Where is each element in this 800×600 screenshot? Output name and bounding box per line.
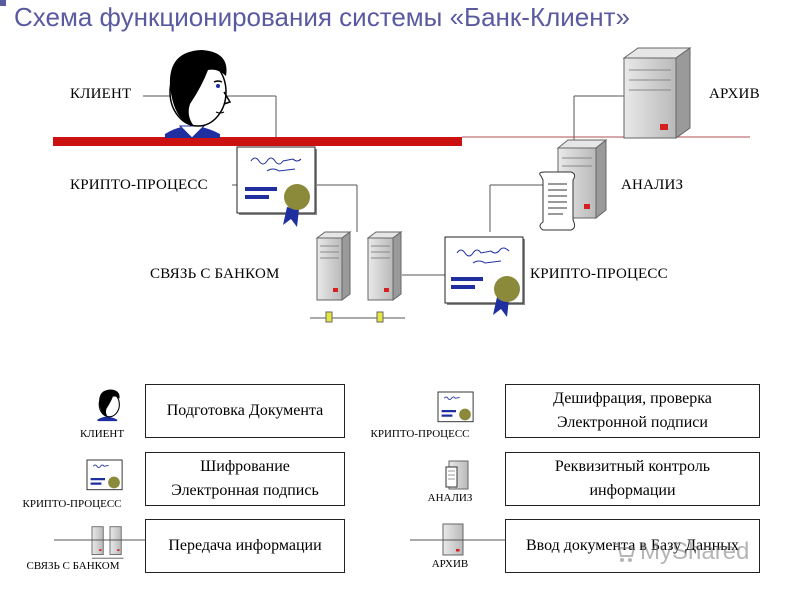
legend-box-prepare: Подготовка Документа <box>145 384 345 438</box>
corner-marker <box>0 0 6 6</box>
cart-icon <box>614 543 636 562</box>
legend-servers-icon <box>91 526 124 559</box>
legend-caption-archive: АРХИВ <box>431 558 469 570</box>
label-client: КЛИЕНТ <box>70 86 132 102</box>
legend-caption-client: КЛИЕНТ <box>79 428 125 440</box>
legend-caption-bank-link: СВЯЗЬ С БАНКОМ <box>26 560 120 572</box>
page-title: Схема функционирования системы «Банк-Кли… <box>14 2 630 32</box>
legend-caption-crypto-right: КРИПТО-ПРОЦЕСС <box>370 428 470 440</box>
legend-scroll-server-icon <box>445 460 469 490</box>
bank-link-servers-icon <box>315 231 403 323</box>
legend-caption-analysis: АНАЛИЗ <box>427 492 473 504</box>
watermark: MyShared <box>640 538 750 565</box>
legend-box-transfer: Передача информации <box>145 519 345 573</box>
legend-box-database: Ввод документа в Базу Данных <box>505 519 760 573</box>
label-archive: АРХИВ <box>709 86 760 102</box>
legend-certificate-icon <box>86 459 123 491</box>
analysis-scroll-server-icon <box>539 138 608 231</box>
label-bank-link: СВЯЗЬ С БАНКОМ <box>150 266 280 282</box>
archive-server-icon <box>622 47 692 139</box>
certificate-icon <box>444 236 525 317</box>
main-network-line <box>53 137 462 146</box>
legend-caption-crypto-left: КРИПТО-ПРОЦЕСС <box>22 498 122 510</box>
certificate-icon <box>236 146 317 227</box>
client-head-icon <box>165 50 232 139</box>
label-analysis: АНАЛИЗ <box>621 177 684 193</box>
label-crypto-right: КРИПТО-ПРОЦЕСС <box>530 266 668 282</box>
legend-client-head-icon <box>97 389 120 422</box>
legend-certificate-icon-right <box>437 391 474 423</box>
label-crypto-left: КРИПТО-ПРОЦЕСС <box>70 177 208 193</box>
